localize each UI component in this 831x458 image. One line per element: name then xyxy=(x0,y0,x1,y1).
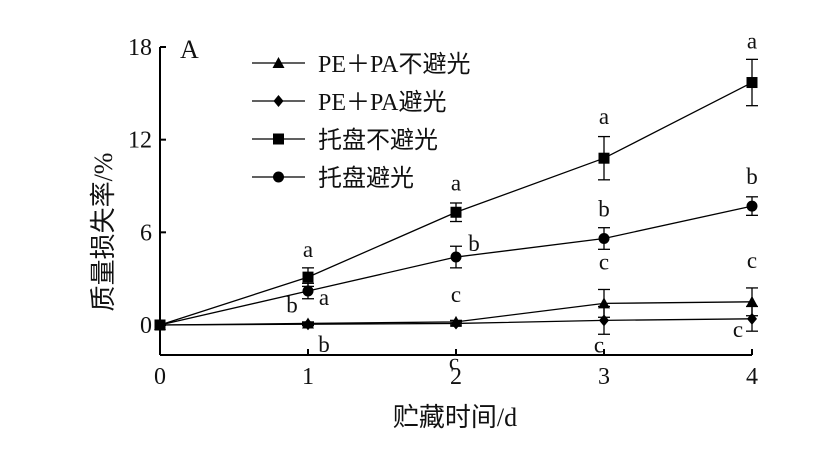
significance-label: c xyxy=(449,349,459,374)
significance-label: a xyxy=(303,237,313,262)
significance-label: b xyxy=(286,292,298,317)
y-tick-label: 12 xyxy=(128,128,152,154)
legend-item: PE＋PA避光 xyxy=(252,89,446,116)
significance-label: c xyxy=(599,249,609,274)
legend-marker xyxy=(272,57,285,68)
x-tick-label: 0 xyxy=(154,364,166,390)
legend-marker xyxy=(273,171,284,183)
x-tick-label: 4 xyxy=(746,364,758,390)
significance-label: a xyxy=(319,285,329,310)
data-point xyxy=(746,295,758,307)
data-point xyxy=(450,206,462,218)
legend-label: PE＋PA不避光 xyxy=(318,51,470,78)
data-point xyxy=(154,319,166,331)
data-point xyxy=(746,200,758,212)
y-tick-label: 18 xyxy=(128,35,152,61)
panel-label: A xyxy=(180,35,199,64)
significance-label: b xyxy=(318,332,330,357)
significance-label: a xyxy=(599,104,609,129)
data-point xyxy=(598,152,610,164)
data-point xyxy=(747,312,757,325)
significance-label: a xyxy=(451,170,461,195)
data-point xyxy=(302,271,314,283)
legend-item: PE＋PA不避光 xyxy=(252,51,470,78)
data-point xyxy=(303,318,313,331)
significance-label: b xyxy=(468,231,480,256)
data-point xyxy=(599,314,609,327)
data-point xyxy=(302,285,314,297)
legend-label: 托盘不避光 xyxy=(318,127,438,154)
data-point xyxy=(598,233,610,245)
legend-label: PE＋PA避光 xyxy=(318,89,446,116)
legend-marker xyxy=(273,95,284,107)
data-point xyxy=(598,297,610,309)
data-point xyxy=(451,317,461,330)
x-axis-label: 贮藏时间/d xyxy=(393,403,517,432)
legend-label: 托盘避光 xyxy=(318,165,414,192)
x-tick-label: 3 xyxy=(598,364,610,390)
x-tick-label: 2 xyxy=(450,364,462,390)
y-tick-label: 0 xyxy=(140,313,152,339)
data-point xyxy=(450,251,462,263)
x-tick-label: 1 xyxy=(302,364,314,390)
significance-label: c xyxy=(594,332,604,357)
significance-label: c xyxy=(747,248,757,273)
legend-item: 托盘不避光 xyxy=(252,127,438,154)
significance-label: b xyxy=(598,197,610,222)
legend-item: 托盘避光 xyxy=(252,165,414,192)
significance-label: c xyxy=(733,317,743,342)
series-diamond: b c c c xyxy=(155,305,758,374)
significance-label: c xyxy=(451,282,461,307)
significance-label: a xyxy=(747,29,757,54)
y-axis-label: 质量损失率/% xyxy=(89,153,118,312)
data-point xyxy=(746,77,758,89)
significance-label: b xyxy=(746,164,758,189)
y-tick-label: 6 xyxy=(140,220,152,246)
legend-marker xyxy=(273,133,284,145)
